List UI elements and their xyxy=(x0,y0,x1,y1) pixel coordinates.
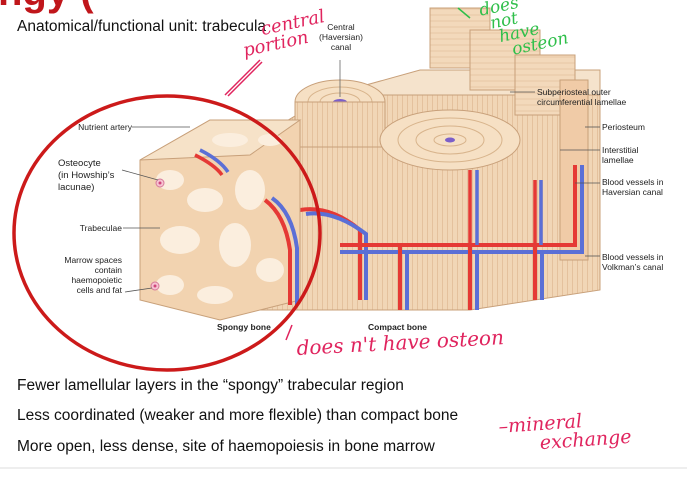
label-subperiosteal: Subperiosteal outer circumferential lame… xyxy=(537,87,627,107)
label-nutrient-artery: Nutrient artery xyxy=(78,122,132,132)
compact-bone-block xyxy=(204,7,601,311)
pink-arrow-mark-2 xyxy=(285,324,293,341)
label-volkman-vessels: Blood vessels in Volkman’s canal xyxy=(602,252,664,272)
bullet-1: Fewer lamellular layers in the “spongy” … xyxy=(17,377,404,394)
bullet-3: More open, less dense, site of haemopoie… xyxy=(17,438,435,455)
label-compact-bone: Compact bone xyxy=(368,322,428,332)
label-haversian-vessels: Blood vessels in Haversian canal xyxy=(602,177,664,197)
label-periosteum: Periosteum xyxy=(602,122,645,132)
label-trabeculae: Trabeculae xyxy=(79,223,122,233)
subtitle: Anatomical/functional unit: trabecula xyxy=(17,18,267,35)
pink-arrow-mark xyxy=(224,59,263,97)
label-central-canal: Central (Haversian) canal xyxy=(319,22,363,52)
slide-title: ngy ( xyxy=(0,0,94,15)
label-osteocyte: Osteocyte (in Howship’s lacunae) xyxy=(58,158,115,193)
bullet-2: Less coordinated (weaker and more flexib… xyxy=(17,407,459,424)
highlight-circle xyxy=(12,94,322,372)
annotation-mineral-exchange: –mineral exchange xyxy=(497,410,633,455)
label-interstitial: Interstitial lamellae xyxy=(602,145,639,165)
spongy-bone-block xyxy=(139,119,302,321)
label-spongy-bone: Spongy bone xyxy=(217,322,271,332)
green-arrow-mark xyxy=(457,7,471,19)
label-marrow-spaces: Marrow spaces contain haemopoietic cells… xyxy=(64,255,122,295)
